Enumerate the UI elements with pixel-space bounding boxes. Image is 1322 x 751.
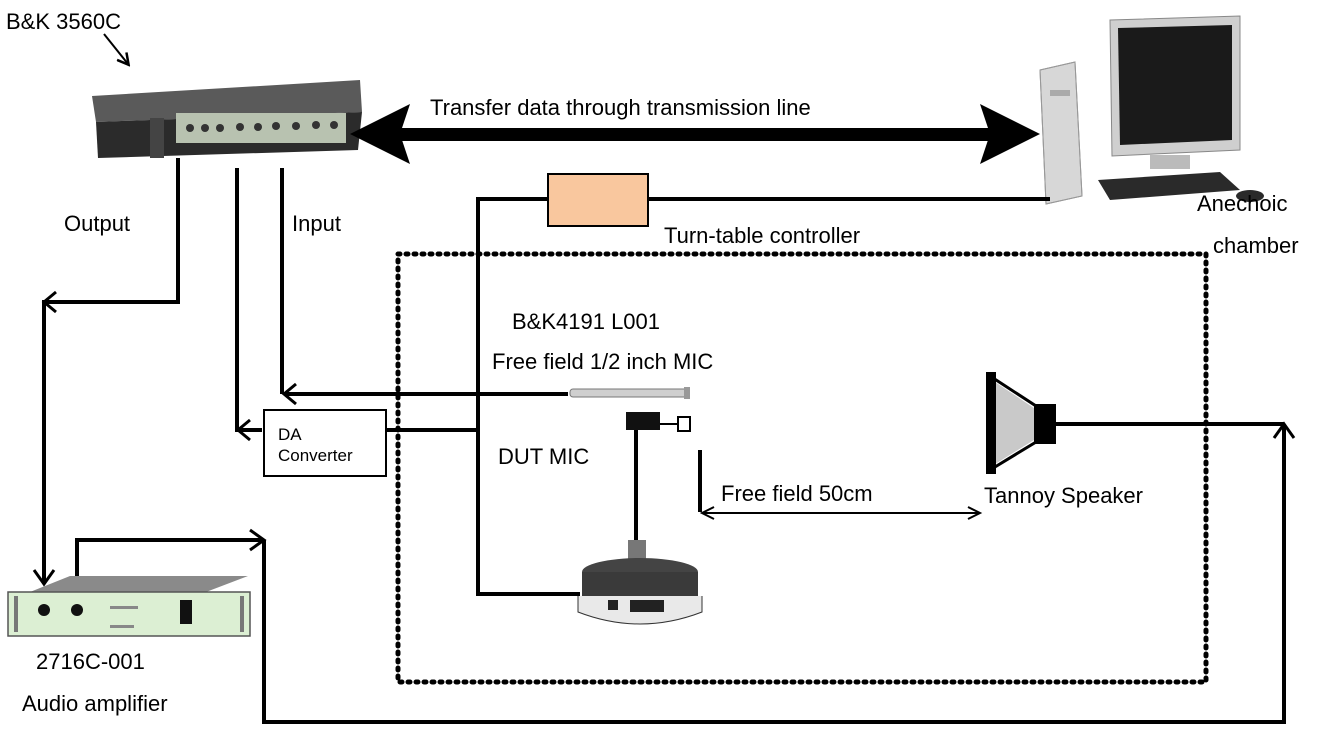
anechoic-label-line2: chamber	[1213, 233, 1299, 258]
turntable	[577, 540, 703, 625]
anechoic-label-line1: Anechoic	[1197, 191, 1288, 216]
dut-mic-holder	[626, 412, 691, 432]
amplifier-model-label: 2716C-001	[36, 649, 145, 674]
da-converter-label-line2: Converter	[278, 446, 353, 465]
wire-arrowheads	[32, 290, 1296, 587]
tannoy-speaker	[986, 372, 1056, 474]
transfer-double-arrow	[350, 104, 1040, 164]
speaker-label: Tannoy Speaker	[984, 483, 1143, 508]
analyzer-pointer-arrow	[103, 33, 128, 64]
reference-mic	[569, 387, 690, 399]
analyzer-label: B&K 3560C	[6, 9, 121, 34]
dut-mic-label: DUT MIC	[498, 444, 590, 469]
da-converter-box	[263, 409, 387, 477]
analyzer-device	[92, 80, 362, 158]
distance-arrow	[699, 506, 983, 520]
anechoic-chamber-boundary	[395, 251, 1209, 685]
ref-mic-label-line2: Free field 1/2 inch MIC	[492, 349, 714, 374]
amplifier-name-label: Audio amplifier	[22, 691, 168, 716]
turntable-controller-label: Turn-table controller	[664, 223, 861, 248]
transfer-label: Transfer data through transmission line	[430, 95, 811, 120]
input-label: Input	[292, 211, 341, 236]
distance-label: Free field 50cm	[721, 481, 873, 506]
ref-mic-label-line1: B&K4191 L001	[512, 309, 661, 334]
computer-workstation	[1039, 15, 1264, 205]
audio-amplifier	[7, 576, 251, 637]
turntable-controller-box	[547, 173, 649, 227]
da-converter-label-line1: DA	[278, 425, 302, 444]
output-label: Output	[64, 211, 131, 236]
